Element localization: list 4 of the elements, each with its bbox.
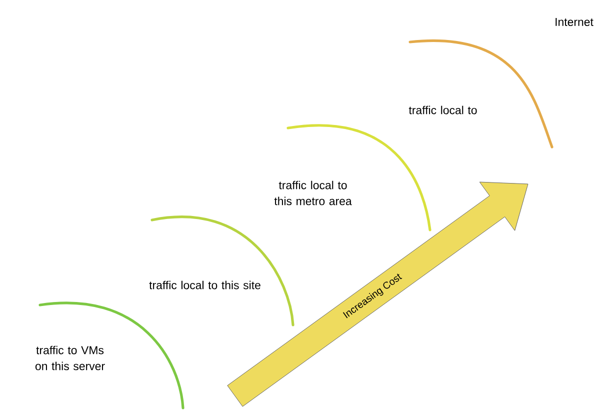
- caption-text: traffic local to this metro area: [274, 180, 352, 206]
- caption-text: traffic local to: [408, 106, 477, 114]
- caption-text: Internet: [556, 18, 594, 26]
- caption-text: traffic to VMs on this server: [35, 346, 105, 370]
